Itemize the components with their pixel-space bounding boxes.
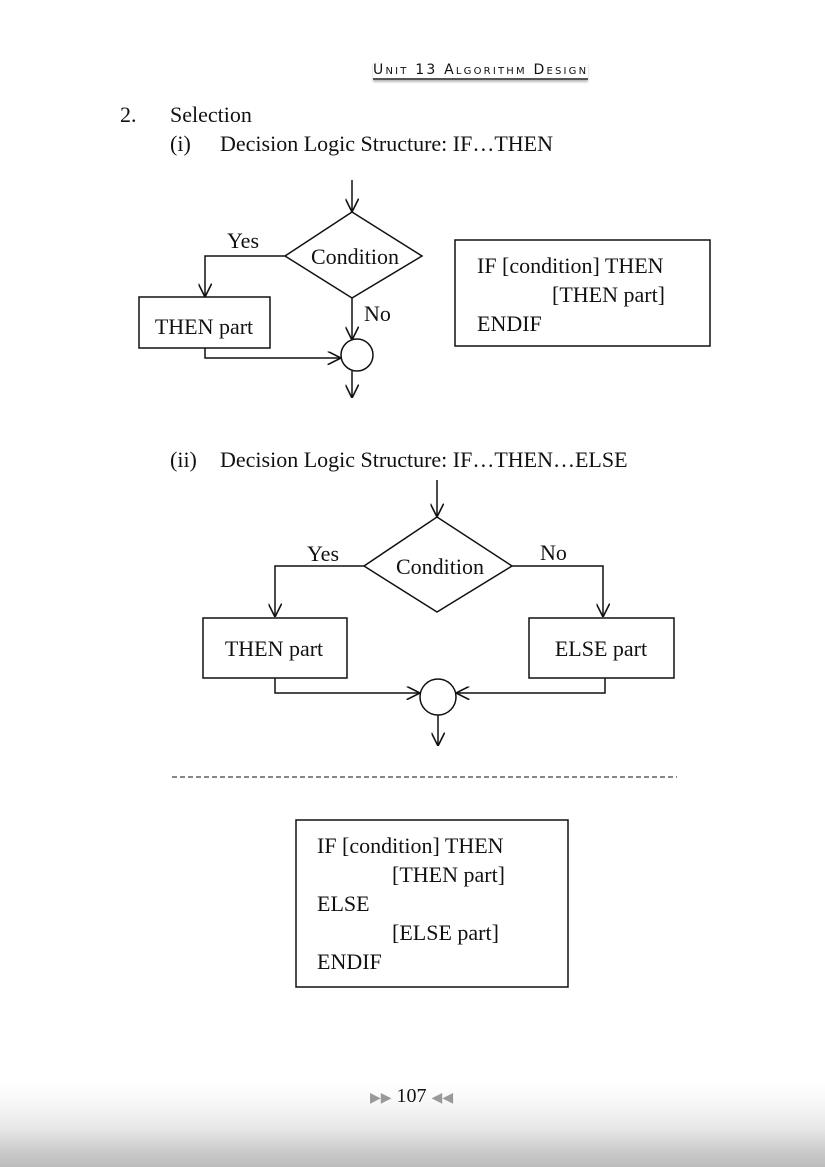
- subsection-1-title: Decision Logic Structure: IF…THEN: [220, 131, 553, 156]
- pseudocode-line: ENDIF: [317, 949, 382, 974]
- pseudocode-line: IF [condition] THEN: [477, 253, 664, 278]
- yes-branch-line: [205, 255, 285, 297]
- join-connector: [340, 338, 374, 372]
- no-label: No: [364, 301, 391, 326]
- condition-diamond: [283, 211, 424, 299]
- double-left-triangle-icon: ◀◀: [431, 1091, 454, 1106]
- footer-band: [0, 1080, 825, 1167]
- page-number: ▶▶ 107 ◀◀: [370, 1085, 453, 1108]
- subsection-2-number: (ii): [170, 447, 197, 472]
- pseudocode-line: [ELSE part]: [392, 920, 499, 945]
- else-part-box: [528, 617, 675, 679]
- page-number-text: 107: [396, 1085, 427, 1107]
- double-right-triangle-icon: ▶▶: [370, 1091, 392, 1106]
- pseudocode-box-2: [295, 819, 569, 988]
- yes-label: Yes: [227, 228, 259, 253]
- condition-label: Condition: [396, 554, 484, 579]
- pseudocode-line: [THEN part]: [392, 862, 505, 887]
- subsection-1-number: (i): [170, 131, 191, 156]
- pseudocode-line: ELSE: [317, 891, 370, 916]
- pseudocode-box-1: [454, 239, 711, 347]
- yes-label: Yes: [307, 541, 339, 566]
- section-title: Selection: [170, 102, 252, 127]
- subsection-2-title: Decision Logic Structure: IF…THEN…ELSE: [220, 447, 628, 472]
- else-return-line: [456, 678, 606, 693]
- no-branch-line: [512, 565, 603, 617]
- then-return-line: [204, 348, 341, 358]
- no-label: No: [540, 540, 567, 565]
- condition-label: Condition: [311, 244, 399, 269]
- pseudocode-line: IF [condition] THEN: [317, 833, 504, 858]
- pseudocode-line: ENDIF: [477, 311, 542, 336]
- then-return-line: [274, 678, 420, 693]
- section-number: 2.: [120, 102, 137, 127]
- running-header: Unit 13 Algorithm Design: [373, 62, 589, 80]
- then-part-label: THEN part: [225, 636, 323, 661]
- pseudocode-line: [THEN part]: [552, 282, 665, 307]
- join-connector: [419, 678, 457, 716]
- then-part-label: THEN part: [155, 314, 253, 339]
- yes-branch-line: [275, 565, 364, 617]
- flowcharts: Yes Condition No THEN part IF [condition…: [138, 180, 711, 988]
- else-part-label: ELSE part: [555, 636, 647, 661]
